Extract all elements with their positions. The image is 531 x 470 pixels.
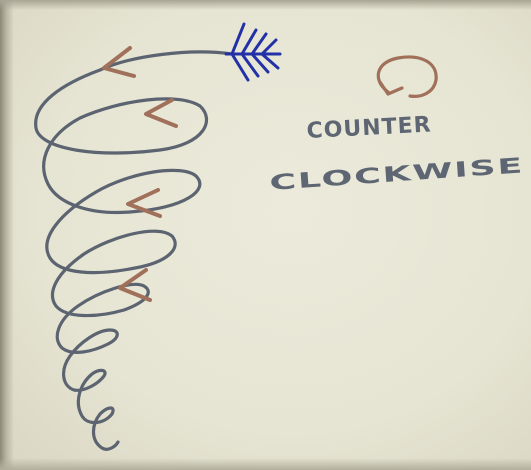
arrow-feather-icon [226,24,280,80]
label-counter: COUNTER [306,112,432,144]
direction-arrow-2 [146,100,176,126]
spiral-curve [36,52,232,449]
label-clockwise: CLOCKWISE [269,153,525,195]
counter-clockwise-icon [378,57,436,96]
